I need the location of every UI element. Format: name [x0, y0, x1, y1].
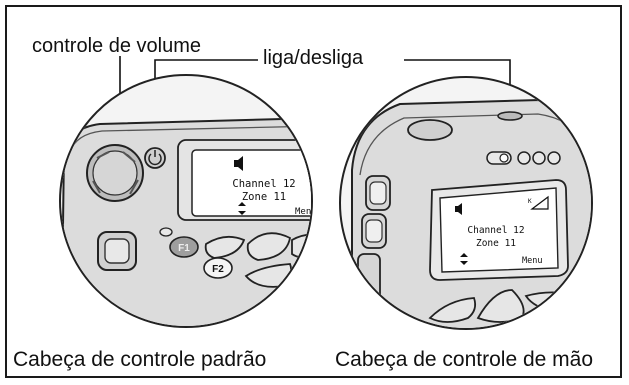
navigation-square-button[interactable] — [97, 231, 137, 271]
power-button-hand[interactable] — [497, 111, 523, 121]
soft-key-1[interactable] — [204, 235, 246, 259]
hand-control-head: K Channel 12 Zone 11 Menu — [339, 76, 593, 330]
round-button-2[interactable] — [532, 151, 546, 165]
standard-control-head: Channel 12 Zone 11 Men F1 F2 — [59, 74, 313, 328]
top-button[interactable] — [407, 119, 453, 141]
standard-lcd-line1: Channel 12 — [232, 178, 295, 190]
standard-head-caption: Cabeça de controle padrão — [13, 348, 267, 371]
scroll-arrows-icon — [238, 202, 246, 215]
svg-text:K: K — [528, 198, 532, 205]
volume-knob[interactable] — [86, 144, 144, 202]
standard-lcd — [191, 149, 311, 217]
standard-lcd-menu: Men — [295, 207, 311, 217]
speaker-icon-hand — [455, 203, 462, 215]
standard-lcd-line2: Zone 11 — [242, 191, 286, 203]
scroll-arrows-icon-hand — [460, 253, 468, 265]
signal-strength-icon: K — [528, 195, 549, 210]
hand-lcd-line1: Channel 12 — [467, 225, 524, 236]
soft-key-up[interactable] — [246, 232, 292, 261]
power-button-standard[interactable] — [144, 147, 166, 169]
f2-button[interactable]: F2 — [203, 257, 233, 279]
volume-control-label: controle de volume — [32, 35, 201, 57]
hand-lcd-line2: Zone 11 — [476, 238, 516, 249]
svg-text:F2: F2 — [212, 264, 224, 275]
hand-head-caption: Cabeça de controle de mão — [335, 348, 593, 371]
hand-lcd-menu: Menu — [522, 256, 542, 266]
round-button-1[interactable] — [517, 151, 531, 165]
power-switch-label: liga/desliga — [263, 47, 364, 69]
svg-text:F1: F1 — [178, 243, 190, 254]
speaker-icon — [234, 156, 243, 171]
soft-key-left-hand[interactable] — [428, 297, 477, 323]
soft-key-center-hand[interactable] — [476, 289, 525, 323]
f1-button[interactable]: F1 — [169, 236, 199, 258]
round-button-3[interactable] — [547, 151, 561, 165]
hand-lcd — [439, 187, 559, 273]
